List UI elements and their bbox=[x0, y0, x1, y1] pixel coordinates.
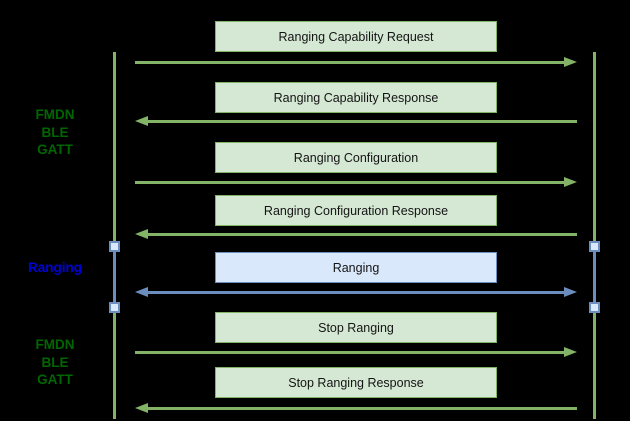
message-arrow-left bbox=[135, 403, 577, 413]
message-box-stop-ranging: Stop Ranging bbox=[215, 312, 497, 343]
message-arrow-left bbox=[135, 229, 577, 239]
lifeline-left-ranging-segment bbox=[113, 246, 116, 308]
arrow-line bbox=[135, 180, 566, 184]
section-label-line: GATT bbox=[37, 372, 73, 387]
section-label-line: BLE bbox=[41, 354, 69, 370]
arrowhead-right-icon bbox=[564, 287, 577, 297]
arrow-line bbox=[146, 232, 577, 236]
arrow-line bbox=[146, 290, 566, 294]
message-box-stop-ranging-response: Stop Ranging Response bbox=[215, 367, 497, 398]
message-label: Stop Ranging Response bbox=[288, 375, 424, 390]
activation-marker-right-top bbox=[589, 241, 600, 252]
arrowhead-left-icon bbox=[135, 287, 148, 297]
message-label: Ranging Configuration Response bbox=[263, 203, 449, 218]
message-arrow-right bbox=[135, 347, 577, 357]
message-arrow-bidirectional bbox=[135, 287, 577, 297]
message-box-ranging-configuration-response: Ranging Configuration Response bbox=[215, 195, 497, 226]
lifeline-right bbox=[593, 52, 596, 419]
activation-marker-left-top bbox=[109, 241, 120, 252]
message-box-ranging-configuration: Ranging Configuration bbox=[215, 142, 497, 173]
section-label-line: Ranging bbox=[28, 260, 82, 275]
message-label: Ranging Capability Response bbox=[273, 90, 439, 105]
message-label: Ranging Capability Request bbox=[278, 29, 434, 44]
activation-marker-left-bottom bbox=[109, 302, 120, 313]
section-label-fmdn-ble-gatt-bottom: FMDN BLE GATT bbox=[10, 336, 100, 389]
message-label: Ranging Configuration bbox=[293, 150, 419, 165]
arrowhead-left-icon bbox=[135, 403, 148, 413]
arrowhead-right-icon bbox=[564, 177, 577, 187]
section-label-line: GATT bbox=[37, 142, 73, 157]
arrowhead-right-icon bbox=[564, 57, 577, 67]
section-label-line: FMDN bbox=[35, 337, 75, 352]
lifeline-left bbox=[113, 52, 116, 419]
message-label: Stop Ranging bbox=[318, 320, 394, 335]
arrow-line bbox=[135, 350, 566, 354]
lifeline-right-ranging-segment bbox=[593, 246, 596, 308]
activation-marker-right-bottom bbox=[589, 302, 600, 313]
arrowhead-right-icon bbox=[564, 347, 577, 357]
arrow-line bbox=[146, 406, 577, 410]
message-arrow-right bbox=[135, 57, 577, 67]
section-label-line: BLE bbox=[41, 124, 69, 140]
message-arrow-right bbox=[135, 177, 577, 187]
message-box-ranging-capability-request: Ranging Capability Request bbox=[215, 21, 497, 52]
message-box-ranging-capability-response: Ranging Capability Response bbox=[215, 82, 497, 113]
message-arrow-left bbox=[135, 116, 577, 126]
arrowhead-left-icon bbox=[135, 116, 148, 126]
arrow-line bbox=[146, 119, 577, 123]
message-label: Ranging bbox=[332, 260, 380, 275]
section-label-fmdn-ble-gatt-top: FMDN BLE GATT bbox=[10, 106, 100, 159]
section-label-ranging: Ranging bbox=[10, 259, 100, 277]
section-label-line: FMDN bbox=[35, 107, 75, 122]
arrow-line bbox=[135, 60, 566, 64]
message-box-ranging: Ranging bbox=[215, 252, 497, 283]
arrowhead-left-icon bbox=[135, 229, 148, 239]
